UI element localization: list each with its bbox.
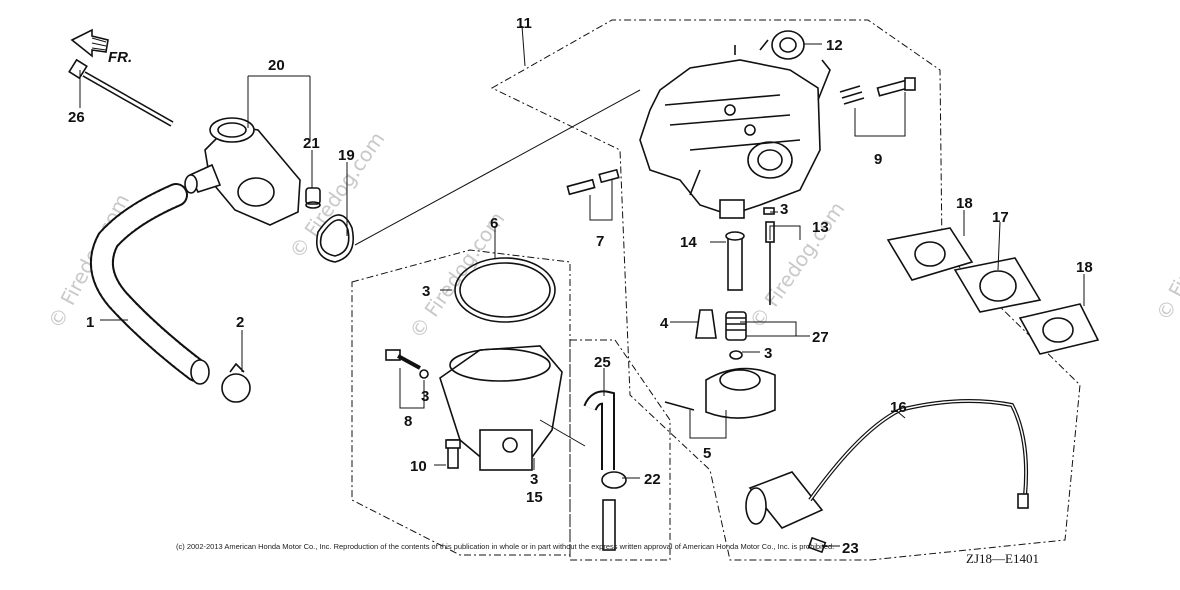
callout-27: 27 — [812, 329, 829, 346]
part-7-screw-set — [566, 168, 620, 196]
callout-15: 15 — [526, 489, 543, 506]
part-5-float — [664, 367, 776, 419]
callout-14: 14 — [680, 234, 697, 251]
part-1-hose — [90, 183, 210, 385]
part-19-gasket — [316, 214, 354, 263]
part-10-bolt — [445, 439, 461, 469]
callout-4: 4 — [660, 315, 669, 332]
front-label: FR. — [108, 49, 132, 66]
copyright-notice: (c) 2002-2013 American Honda Motor Co., … — [176, 542, 834, 551]
callout-1: 1 — [86, 314, 94, 331]
callout-12: 12 — [826, 37, 843, 54]
group-outlines — [351, 19, 1081, 561]
callout-6: 6 — [490, 215, 498, 232]
outline-carburetor-assembly — [490, 19, 1081, 561]
callout-16: 16 — [890, 399, 907, 416]
watermark-right: © Firedog.com — [1151, 182, 1180, 325]
part-20-joint — [184, 117, 301, 226]
callout-3-washer: 3 — [421, 388, 429, 405]
callout-25: 25 — [594, 354, 611, 371]
watermark-center-3: © Firedog.com — [284, 127, 389, 263]
callout-11: 11 — [516, 15, 532, 32]
front-arrow-icon — [70, 28, 109, 58]
part-8-screw — [385, 349, 429, 379]
callout-26: 26 — [68, 109, 85, 126]
part-26-bolt — [68, 58, 174, 127]
outline-link — [354, 89, 641, 246]
callout-18-lower: 18 — [1076, 259, 1093, 276]
part-18-gasket-upper — [886, 227, 974, 281]
diagram-code: ZJ18—E1401 — [966, 551, 1039, 566]
part-2-clamp — [221, 362, 251, 403]
callout-3-gasket: 3 — [422, 283, 430, 300]
callouts: 1 2 3 3 3 3 3 4 5 6 7 8 9 10 11 12 13 14… — [68, 15, 1093, 557]
part-25-tube — [583, 390, 615, 470]
drain-tube-lower — [602, 499, 616, 551]
callout-18-upper: 18 — [956, 195, 973, 212]
callout-22: 22 — [644, 471, 661, 488]
watermark-center-2: © Firedog.com — [744, 197, 849, 333]
callout-23: 23 — [842, 540, 859, 557]
callout-3-drain: 3 — [530, 471, 538, 488]
part-6-float-chamber — [439, 345, 563, 471]
callout-3-ring: 3 — [764, 345, 772, 362]
callout-13: 13 — [812, 219, 829, 236]
part-11-carburetor — [639, 39, 831, 219]
callout-10: 10 — [410, 458, 427, 475]
callout-21: 21 — [303, 135, 320, 152]
leader-lines — [79, 25, 1085, 547]
front-arrow-hatch — [91, 37, 107, 51]
part-3-gasket-ring — [454, 257, 556, 323]
callout-8: 8 — [404, 413, 412, 430]
part-21-pin — [305, 187, 321, 209]
part-18-gasket-lower — [1018, 303, 1100, 355]
part-22-clip — [601, 471, 627, 489]
outline-drain-assembly — [569, 339, 671, 561]
part-4-valve — [695, 309, 717, 339]
callout-9: 9 — [874, 151, 882, 168]
part-17-insulator — [953, 257, 1042, 313]
front-arrow: FR. — [70, 28, 132, 66]
callout-2: 2 — [236, 314, 244, 331]
part-14-nozzle — [725, 231, 745, 291]
callout-3-jet: 3 — [780, 201, 788, 218]
part-9-screw-set — [839, 77, 916, 105]
callout-5: 5 — [703, 445, 711, 462]
part-12-seal — [771, 30, 805, 60]
callout-7: 7 — [596, 233, 604, 250]
callout-17: 17 — [992, 209, 1009, 226]
part-27-jet — [725, 311, 747, 360]
part-23-screw — [807, 536, 827, 554]
callout-19: 19 — [338, 147, 355, 164]
callout-20: 20 — [268, 57, 285, 74]
part-16-solenoid — [745, 399, 1029, 529]
outline-float-chamber — [351, 249, 571, 556]
